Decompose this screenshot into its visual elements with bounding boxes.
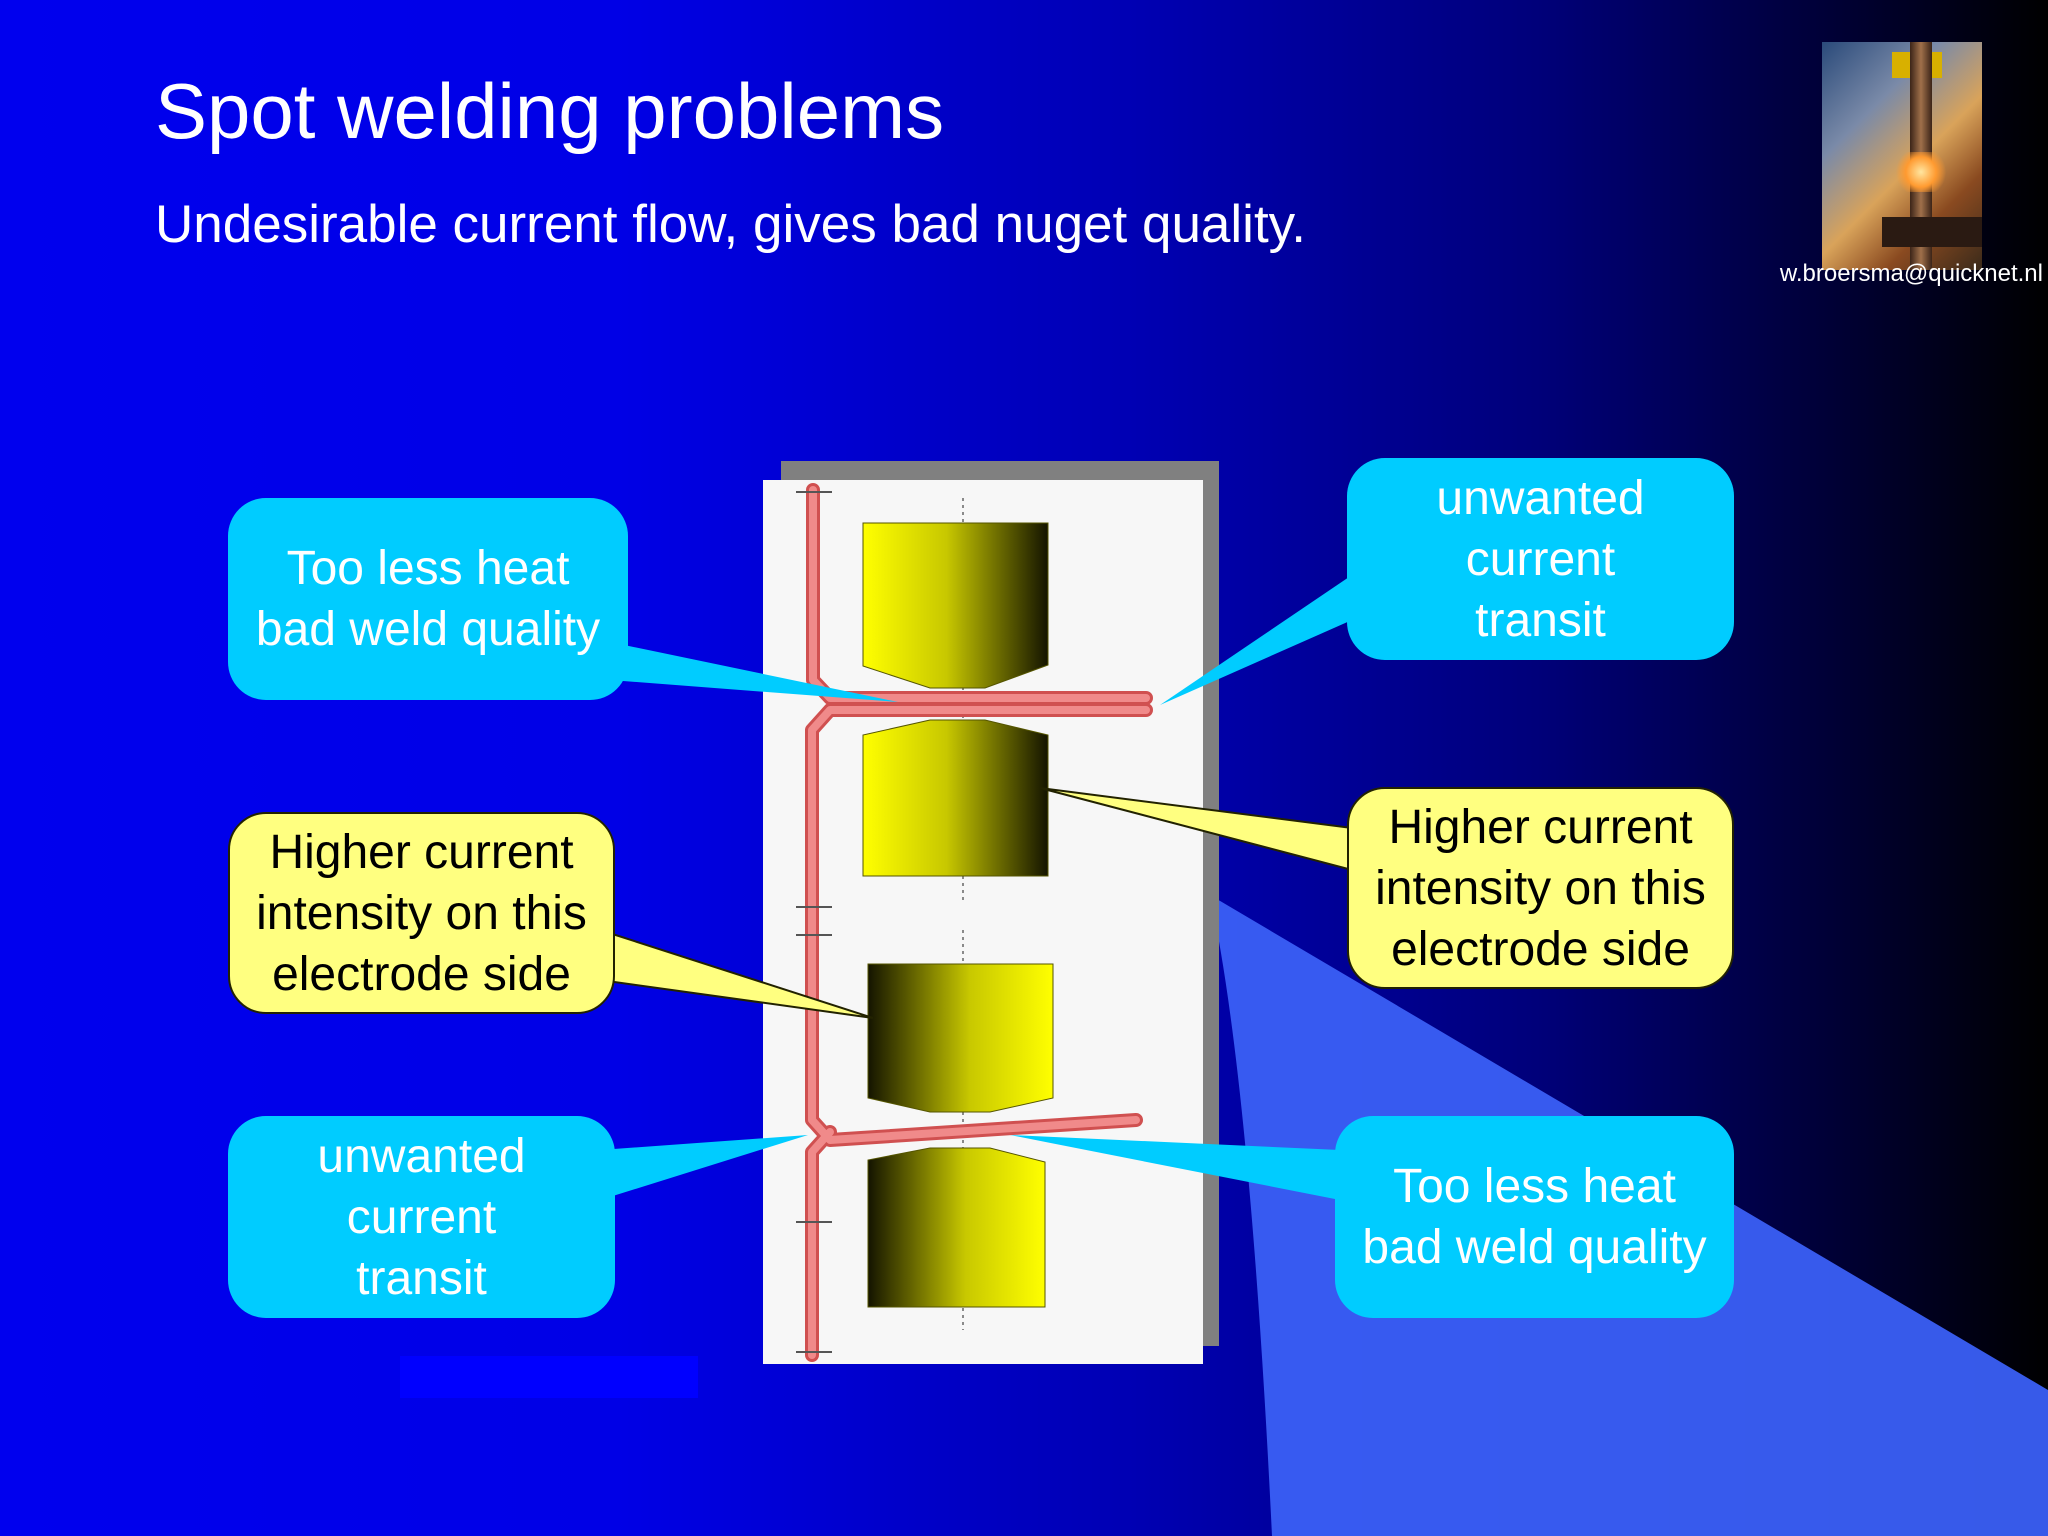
callout-mid-right: Higher current intensity on this electro…	[1347, 787, 1734, 989]
electrode-top-upper	[862, 522, 1049, 689]
pointer-bottom-right	[1010, 1135, 1340, 1200]
author-email: w.broersma@quicknet.nl	[1779, 260, 2043, 287]
pointer-top-left	[600, 640, 898, 702]
slide-title: Spot welding problems	[155, 67, 945, 155]
pointer-top-right	[1160, 575, 1352, 705]
pointer-bottom-left	[600, 1135, 808, 1200]
slide-subtitle: Undesirable current flow, gives bad nuge…	[155, 195, 1306, 254]
callout-bottom-left: unwanted current transit	[228, 1116, 615, 1318]
electrode-bottom-upper	[867, 963, 1054, 1113]
callout-bottom-right: Too less heat bad weld quality	[1335, 1116, 1734, 1318]
callout-top-left: Too less heat bad weld quality	[228, 498, 628, 700]
electrode-bottom-lower	[867, 1147, 1046, 1308]
path-ticks	[796, 491, 832, 1353]
callout-top-right: unwanted current transit	[1347, 458, 1734, 660]
callout-mid-left: Higher current intensity on this electro…	[228, 812, 615, 1014]
welding-photo	[1822, 42, 1982, 270]
decor-bar	[400, 1356, 698, 1398]
electrode-top-lower	[862, 719, 1049, 877]
